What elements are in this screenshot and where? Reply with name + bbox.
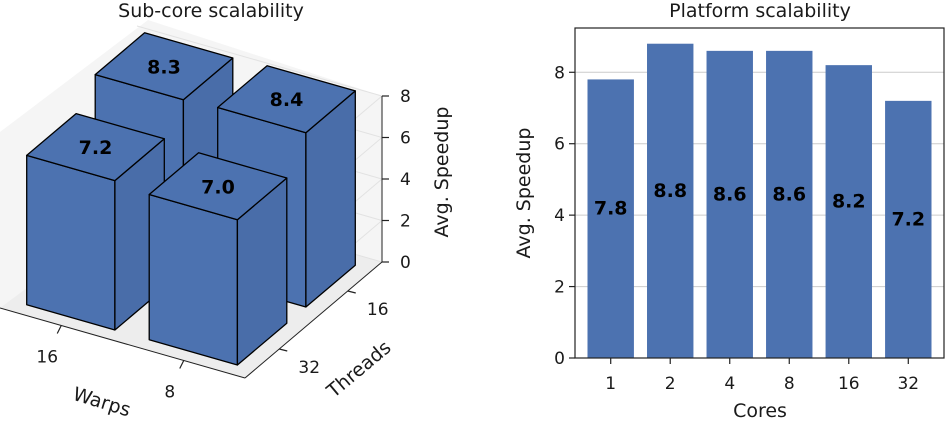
x-tick-label-warps: 8: [164, 383, 175, 403]
z-tick-label: 0: [400, 253, 411, 273]
y-tick-label: 4: [554, 206, 565, 226]
y-tick: [279, 348, 288, 352]
bar-cores-8: [766, 50, 813, 358]
bar3d-value-label: 8.3: [147, 56, 181, 78]
y-tick: [347, 290, 356, 294]
bar-cores-32: [885, 100, 932, 358]
y-tick-label: 0: [554, 349, 565, 369]
y-axis-line: [244, 261, 383, 379]
z-tick-label: 8: [400, 87, 411, 107]
bar-value-label: 7.8: [594, 198, 628, 220]
bar-top-face: [94, 32, 234, 101]
x-tick-label: 1: [605, 374, 616, 394]
x-tick-label: 2: [665, 374, 676, 394]
bar3d-value-label: 7.0: [201, 176, 235, 198]
axis-ticks: 0 2 4 6 8 1 2 4 8 16 32: [554, 63, 919, 394]
sub-core-3d-chart: Sub-core scalability 0 2 4 6 8 16 8 16 32 8.3 8.4…: [0, 0, 453, 421]
x-tick: [56, 325, 62, 334]
chart-title-platform: Platform scalability: [669, 0, 851, 22]
bar-value-label: 8.8: [653, 180, 687, 202]
y-tick-label-threads: 32: [298, 358, 320, 378]
bar3d-value-label: 7.2: [79, 137, 113, 159]
y-tick-label: 2: [554, 278, 565, 298]
z-axis-label-speedup: Avg. Speedup: [431, 107, 453, 238]
x-tick-label: 4: [724, 374, 735, 394]
chart-title-subcore: Sub-core scalability: [118, 0, 304, 22]
3d-ticks: 0 2 4 6 8 16 8 16 32: [36, 87, 410, 403]
y-axis-label-threads: Threads: [322, 336, 395, 403]
bar-front-face: [26, 154, 116, 331]
3d-bars: 8.3 8.4 7.2 7.0: [26, 32, 356, 366]
bar-top-face: [217, 65, 356, 134]
bar-value-label: 8.6: [772, 183, 806, 205]
x-tick-label: 16: [838, 374, 860, 394]
x-axis-label-cores: Cores: [733, 400, 787, 422]
bar-top-face: [26, 112, 165, 182]
bar3d-warps-8-threads-32: 7.0: [148, 152, 288, 366]
x-tick-label-warps: 16: [36, 348, 58, 368]
x-tick-label: 8: [784, 374, 795, 394]
z-tick-label: 4: [400, 170, 411, 190]
x-tick: [179, 360, 185, 369]
x-axis-label-warps: Warps: [70, 383, 133, 421]
plot-frame: [574, 27, 945, 359]
bar-cores-1: [587, 79, 634, 358]
pane-gridline: [136, 25, 383, 97]
bars: 7.8 8.8 8.6 8.6 8.2 7.2: [587, 43, 932, 359]
bar-cores-2: [647, 43, 694, 358]
bar-cores-16: [825, 65, 872, 359]
x-axis-line: [0, 307, 246, 379]
x-tick-label: 32: [897, 374, 919, 394]
z-tick-label: 6: [400, 129, 411, 149]
bar-value-label: 8.6: [713, 183, 747, 205]
bar-cores-4: [706, 50, 753, 358]
bar3d-warps-16-threads-32: 7.2: [26, 112, 165, 331]
bar-top-face: [148, 152, 288, 221]
y-tick-label: 8: [554, 63, 565, 83]
bar-value-label: 8.2: [832, 191, 866, 213]
y-tick-label-threads: 16: [367, 300, 389, 320]
bar-value-label: 7.2: [891, 208, 925, 230]
bar-front-face: [148, 193, 239, 366]
y-tick-label: 6: [554, 135, 565, 155]
y-axis-label-speedup: Avg. Speedup: [513, 128, 535, 259]
z-tick-label: 2: [400, 212, 411, 232]
bar3d-value-label: 8.4: [270, 89, 304, 111]
